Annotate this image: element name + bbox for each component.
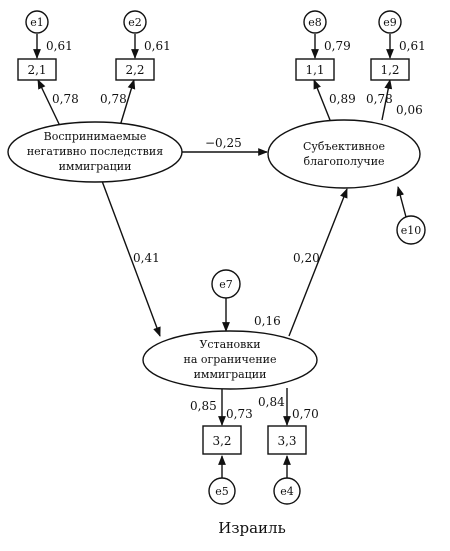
indicator-2-2-label: 2,2 <box>125 63 144 77</box>
arrow-wellbeing-to-1-2 <box>381 79 393 121</box>
coef-attitudes-3-2-loading: 0,85 <box>190 399 217 413</box>
coef-wellbeing-r2: 0,06 <box>396 103 423 117</box>
error-e2-label: e2 <box>128 16 142 29</box>
coef-e1-2-1: 0,61 <box>46 39 73 53</box>
indicator-1-2: 1,2 <box>370 58 410 81</box>
arrow-e10-to-wellbeing <box>396 186 407 218</box>
error-e9-label: e9 <box>383 16 397 29</box>
error-e10: e10 <box>396 215 426 245</box>
error-e1: e1 <box>25 10 49 34</box>
coef-perceived-wellbeing: −0,25 <box>205 136 242 150</box>
indicator-1-1-label: 1,1 <box>305 63 324 77</box>
error-e5: e5 <box>208 477 236 505</box>
indicator-1-2-label: 1,2 <box>380 63 399 77</box>
arrow-attitudes-to-wellbeing <box>288 188 348 337</box>
error-terms: e1 e2 e8 e9 e10 e7 e5 e4 <box>25 10 426 505</box>
indicator-3-2-label: 3,2 <box>212 434 231 448</box>
latent-perceived-consequences: Воспринимаемые негативно последствия имм… <box>7 121 183 183</box>
arrow-perceived-to-attitudes <box>101 180 161 337</box>
error-e2: e2 <box>123 10 147 34</box>
latent-restriction-attitudes: Установки на ограничение иммиграции <box>142 330 318 390</box>
indicator-2-1: 2,1 <box>17 58 57 81</box>
error-e1-label: e1 <box>30 16 44 29</box>
latent-subjective-wellbeing: Субъективное благополучие <box>267 119 421 189</box>
coef-attitudes-3-3-loading: 0,84 <box>258 395 285 409</box>
error-e5-label: e5 <box>215 485 229 498</box>
coef-wellbeing-1-2: 0,78 <box>366 92 393 106</box>
perceived-line-3: иммиграции <box>59 160 132 173</box>
indicators: 2,1 2,2 1,1 1,2 3,2 3,3 <box>17 58 410 455</box>
error-e10-label: e10 <box>401 224 422 237</box>
error-e4: e4 <box>273 477 301 505</box>
indicator-3-3-label: 3,3 <box>277 434 296 448</box>
coef-e9-1-2: 0,61 <box>399 39 426 53</box>
arrows <box>33 34 407 478</box>
coef-3-3-r2: 0,70 <box>292 407 319 421</box>
wellbeing-line-2: благополучие <box>303 155 384 168</box>
coef-e8-1-1: 0,79 <box>324 39 351 53</box>
perceived-line-2: негативно последствия <box>27 145 163 158</box>
error-e9: e9 <box>378 10 402 34</box>
error-e8-label: e8 <box>308 16 322 29</box>
attitudes-line-3: иммиграции <box>194 368 267 381</box>
coef-attitudes-wellbeing: 0,20 <box>293 251 320 265</box>
arrow-perceived-to-2-1 <box>37 79 61 127</box>
indicator-3-2: 3,2 <box>202 425 242 455</box>
error-e7-label: e7 <box>219 278 233 291</box>
error-e4-label: e4 <box>280 485 294 498</box>
indicator-2-2: 2,2 <box>115 58 155 81</box>
arrow-wellbeing-to-1-1 <box>313 79 331 121</box>
error-e8: e8 <box>303 10 327 34</box>
attitudes-line-2: на ограничение <box>184 353 277 366</box>
coef-wellbeing-1-1: 0,89 <box>329 92 356 106</box>
coef-perceived-2-2: 0,78 <box>100 92 127 106</box>
wellbeing-line-1: Субъективное <box>303 140 385 153</box>
coefficients: 0,61 0,61 0,79 0,61 0,78 0,78 0,89 0,78 … <box>46 39 426 421</box>
indicator-1-1: 1,1 <box>295 58 335 81</box>
figure-caption: Израиль <box>218 519 286 537</box>
coef-e2-2-2: 0,61 <box>144 39 171 53</box>
coef-perceived-attitudes: 0,41 <box>133 251 160 265</box>
indicator-3-3: 3,3 <box>267 425 307 455</box>
indicator-2-1-label: 2,1 <box>27 63 46 77</box>
coef-attitudes-r2: 0,16 <box>254 314 281 328</box>
coef-perceived-2-1: 0,78 <box>52 92 79 106</box>
attitudes-line-1: Установки <box>199 338 260 351</box>
error-e7: e7 <box>211 269 241 299</box>
coef-3-2-r2: 0,73 <box>226 407 253 421</box>
perceived-line-1: Воспринимаемые <box>44 130 147 143</box>
arrow-perceived-to-2-2 <box>119 79 136 127</box>
